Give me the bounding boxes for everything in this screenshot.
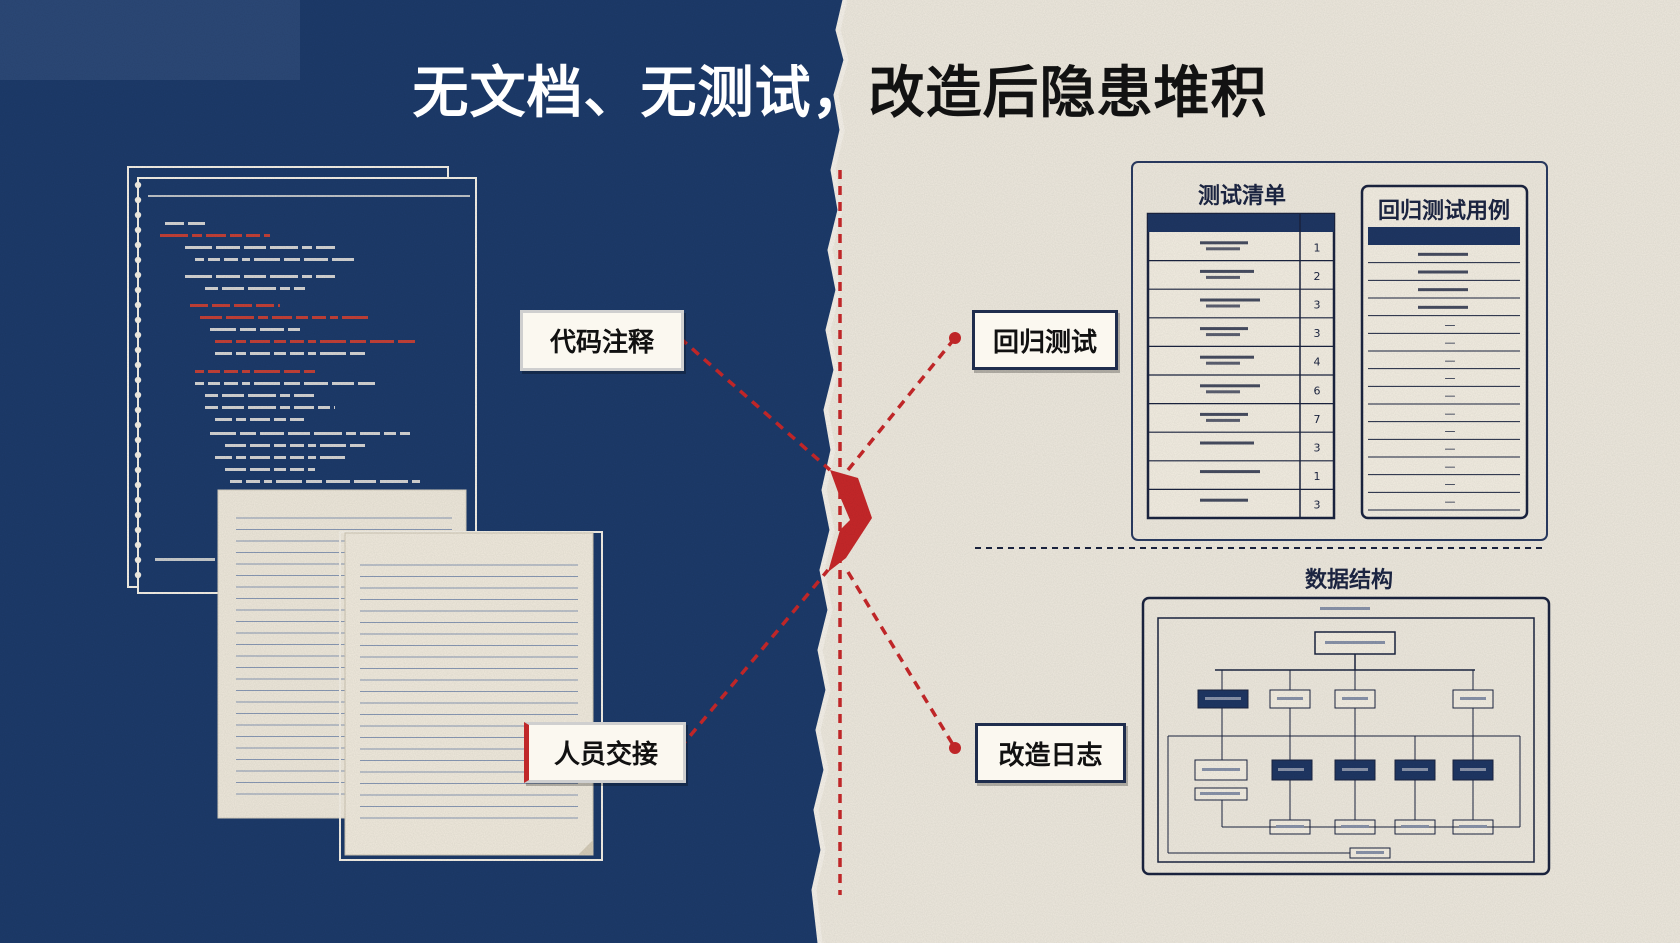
- regression-cases-title: 回归测试用例: [1378, 199, 1511, 224]
- change-log-label: 改造日志: [975, 723, 1126, 783]
- handover-label: 人员交接: [524, 722, 686, 783]
- title-white-part: 无文档、无测试，: [412, 61, 869, 126]
- code-comments-label: 代码注释: [520, 310, 684, 371]
- test-list-title: 测试清单: [1198, 184, 1287, 209]
- data-structure-title: 数据结构: [1305, 568, 1394, 593]
- regression-test-label: 回归测试: [972, 310, 1118, 370]
- title-dark-part: 改造后隐患堆积: [868, 61, 1268, 126]
- page-title: 无文档、无测试，改造后隐患堆积: [0, 48, 1680, 129]
